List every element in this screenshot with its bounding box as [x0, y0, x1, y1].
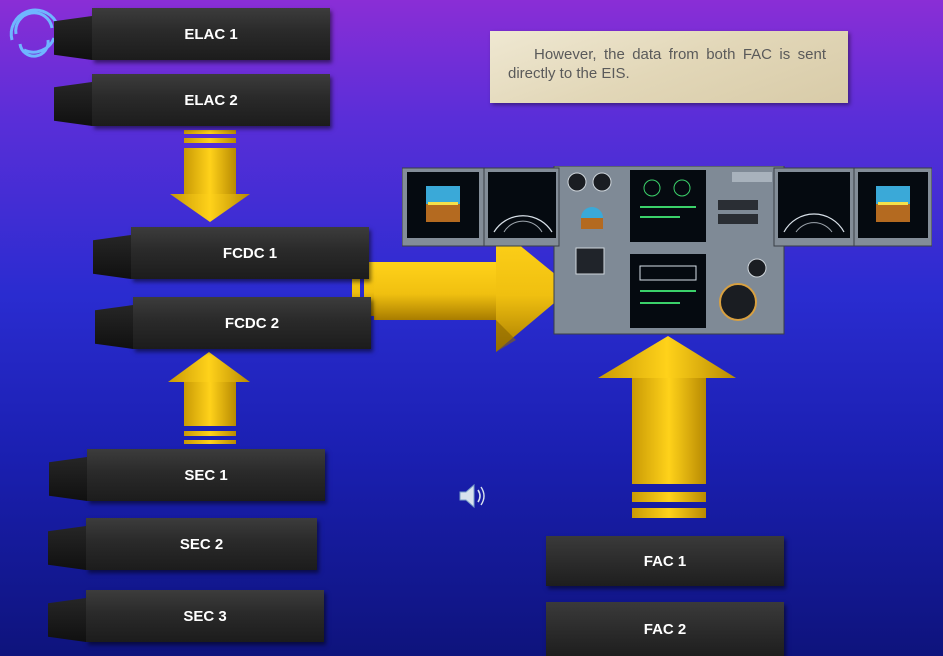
info-note: However, the data from both FAC is sent …: [490, 31, 848, 103]
sec-2-label: SEC 2: [179, 535, 224, 553]
fcdc-1-box: FCDC 1: [93, 227, 369, 279]
elac-1-box: ELAC 1: [54, 8, 330, 60]
elac-1-label: ELAC 1: [184, 25, 238, 43]
eis-cockpit-panel: [402, 166, 932, 335]
fcdc-2-label: FCDC 2: [224, 314, 280, 332]
fac-2-label: FAC 2: [643, 620, 687, 638]
arrow-fac-to-eis: [598, 336, 736, 518]
sec-3-label: SEC 3: [183, 607, 227, 625]
arrow-fcdc-to-eis: [352, 226, 572, 352]
fcdc-1-label: FCDC 1: [222, 244, 278, 262]
elac-2-box: ELAC 2: [54, 74, 330, 126]
sec-1-box: SEC 1: [49, 449, 325, 501]
speaker-icon[interactable]: [456, 482, 488, 510]
info-note-text: However, the data from both FAC is sent …: [508, 46, 826, 82]
fcdc-2-box: FCDC 2: [95, 297, 371, 349]
arrow-sec-to-fcdc: [168, 352, 250, 444]
sec-3-box: SEC 3: [48, 590, 324, 642]
fac-2-box: FAC 2: [546, 602, 784, 656]
sec-1-label: SEC 1: [184, 466, 228, 484]
sec-2-box: SEC 2: [48, 518, 317, 570]
swirl-logo-icon: [9, 8, 58, 58]
arrow-elac-to-fcdc: [170, 130, 250, 222]
elac-2-label: ELAC 2: [184, 91, 238, 109]
fac-1-label: FAC 1: [643, 552, 687, 570]
fac-1-box: FAC 1: [546, 536, 784, 586]
